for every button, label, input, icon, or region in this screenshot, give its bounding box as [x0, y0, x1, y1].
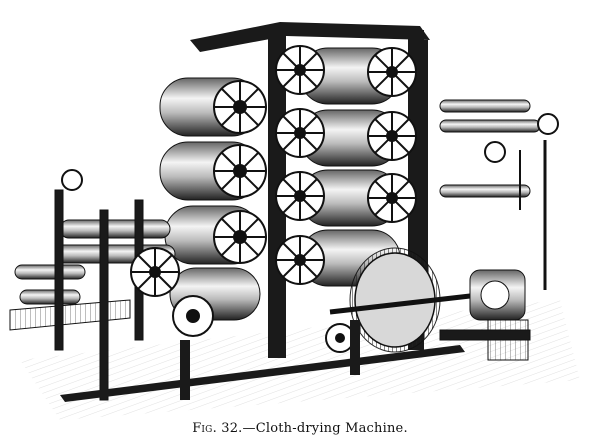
base-rails: [60, 320, 465, 402]
gear-wheels: [213, 45, 417, 285]
feed-rollers-right: [439, 99, 559, 290]
figure-title: —Cloth-drying Machine.: [242, 421, 408, 436]
drive-pulley: [329, 247, 471, 353]
flywheel-left: [61, 169, 355, 353]
steam-engine: [439, 269, 531, 361]
machine-engraving: [9, 22, 580, 420]
figure-caption: Fig. 32.—Cloth-drying Machine.: [0, 421, 600, 436]
figure-label: Fig. 32.: [192, 421, 243, 436]
